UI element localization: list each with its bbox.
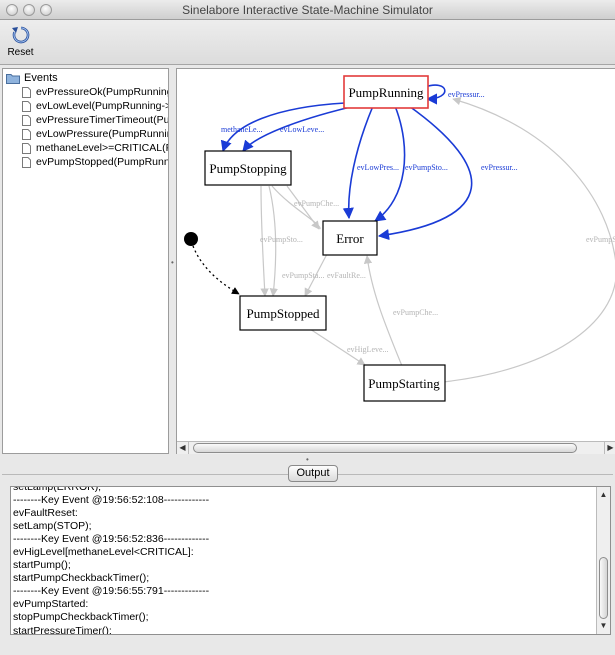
label-methane: methaneLe... [221,125,263,134]
transition-pumprunning-pumpstopping-lowlevel [242,104,360,152]
horizontal-split-handle[interactable]: • [306,455,309,464]
state-error[interactable]: Error [322,220,378,256]
event-item[interactable]: methaneLevel>=CRITICAL(Pum [22,142,168,154]
transition-pumpstopping-pumpstopped-b [268,185,278,297]
output-scroll-thumb[interactable] [599,557,608,619]
event-item-label: evLowPressure(PumpRunning-> [36,128,168,140]
transition-pumprunning-error-lowpressure [342,105,374,220]
event-item[interactable]: evLowLevel(PumpRunning->Pu [22,100,168,112]
output-header: Output [2,462,613,484]
transition-pumpstopping-pumpstopped-a [260,185,269,297]
transition-pumpstopping-error-check [271,185,321,230]
state-pumpstarting[interactable]: PumpStarting [363,364,446,402]
label-pump-stopped-run: evPumpSto... [405,163,448,172]
initial-state [184,232,198,246]
document-icon [22,142,31,154]
log-line: --------Key Event @19:56:55:791---------… [13,585,210,598]
window-title: Sinelabore Interactive State-Machine Sim… [182,3,433,17]
label-fault-reset: evFaultRe... [327,271,366,280]
event-item[interactable]: evPressureTimerTimeout(Pump [22,114,169,126]
state-pumpstopped-label: PumpStopped [247,306,320,321]
transition-pumprunning-error-pumpstopped [374,105,406,222]
log-line: --------Key Event @19:56:52:108---------… [13,494,210,507]
document-icon [22,128,31,140]
window-titlebar: Sinelabore Interactive State-Machine Sim… [0,0,615,20]
folder-icon [6,73,20,84]
output-vertical-scrollbar[interactable]: ▲ ▼ [596,487,610,634]
log-line: evFaultReset: [13,507,78,520]
events-tree: Events evPressureOk(PumpRunning-> evLowL… [2,68,169,454]
toolbar: Reset [0,20,615,65]
transition-self-loop [424,84,446,105]
output-log-lines: setLamp(ERROR); --------Key Event @19:56… [13,486,593,635]
event-item-label: methaneLevel>=CRITICAL(Pum [36,142,168,154]
label-pressure-timer: evPressur... [481,163,518,172]
close-window-button[interactable] [6,4,18,16]
log-line: setLamp(ERROR); [13,486,102,493]
reset-icon [11,26,29,44]
label-pump-sto-stopping: evPumpSto... [260,235,303,244]
transition-pumpstarting-error [363,255,403,367]
minimize-window-button[interactable] [23,4,35,16]
log-line: evPumpStarted: [13,598,89,611]
transition-pumpstopped-error [304,253,328,297]
tree-root-events[interactable]: Events [6,72,58,84]
log-line: setLamp(STOP); [13,520,92,533]
state-pumpstopped[interactable]: PumpStopped [239,295,327,331]
event-item-label: evLowLevel(PumpRunning->Pu [36,100,168,112]
state-error-label: Error [336,231,364,246]
state-pumpstarting-label: PumpStarting [368,376,440,391]
scroll-down-icon[interactable]: ▼ [599,621,608,630]
state-pumpstopping[interactable]: PumpStopping [204,150,292,186]
reset-label: Reset [7,47,34,58]
event-item[interactable]: evLowPressure(PumpRunning-> [22,128,168,140]
label-pump-sta: evPumpSta... [282,271,324,280]
transition-pumprunning-error-pressure [377,105,473,241]
state-pumpstopping-label: PumpStopping [209,161,287,176]
tree-root-label: Events [24,72,58,84]
label-low-pressure: evLowPres... [357,163,399,172]
label-low-level: evLowLeve... [280,125,324,134]
vertical-split-handle[interactable]: • [171,258,174,267]
log-line: stopPumpCheckbackTimer(); [13,611,149,624]
label-pump-check-1: evPumpChe... [294,199,339,208]
transition-initial-pumpstopped [192,245,240,295]
event-item-label: evPumpStopped(PumpRunning- [36,156,169,168]
label-pump-check-2: evPumpChe... [393,308,438,317]
scroll-right-icon[interactable]: ▶ [604,442,615,454]
state-pumprunning-label: PumpRunning [348,85,424,100]
label-self-loop: evPressur... [448,90,485,99]
status-bar [0,640,615,655]
label-hig-level: evHigLeve... [347,345,389,354]
document-icon [22,114,31,126]
scroll-left-icon[interactable]: ◀ [177,442,189,454]
output-button[interactable]: Output [288,465,338,482]
transition-pumpstopped-pumpstarting [309,328,366,366]
log-line: --------Key Event @19:56:52:836---------… [13,533,210,546]
scroll-up-icon[interactable]: ▲ [599,490,608,499]
label-right-edge: evPumpS [586,235,615,244]
log-line: startPressureTimer(); [13,624,112,635]
log-line: startPumpCheckbackTimer(); [13,572,150,585]
window-controls [6,4,52,16]
log-line: evHigLevel[methaneLevel<CRITICAL]: [13,546,194,559]
zoom-window-button[interactable] [40,4,52,16]
document-icon [22,156,31,168]
state-pumprunning[interactable]: PumpRunning [343,75,429,109]
event-item[interactable]: evPressureOk(PumpRunning-> [22,86,169,98]
document-icon [22,100,31,112]
transition-pumpstarting-pumprunning [442,97,615,383]
event-item[interactable]: evPumpStopped(PumpRunning- [22,156,169,168]
reset-button[interactable]: Reset [5,23,36,61]
document-icon [22,86,31,98]
output-log[interactable]: setLamp(ERROR); --------Key Event @19:56… [10,486,611,635]
transition-pumprunning-pumpstopping-methane [220,102,346,153]
log-line: startPump(); [13,559,71,572]
diagram-horizontal-scrollbar[interactable]: ◀ ▶ [177,441,615,454]
diagram-scroll-thumb[interactable] [193,443,577,453]
state-diagram: PumpRunning PumpStopping Error PumpStopp… [176,68,615,454]
event-item-label: evPressureTimerTimeout(Pump [36,114,169,126]
event-item-label: evPressureOk(PumpRunning-> [36,86,169,98]
